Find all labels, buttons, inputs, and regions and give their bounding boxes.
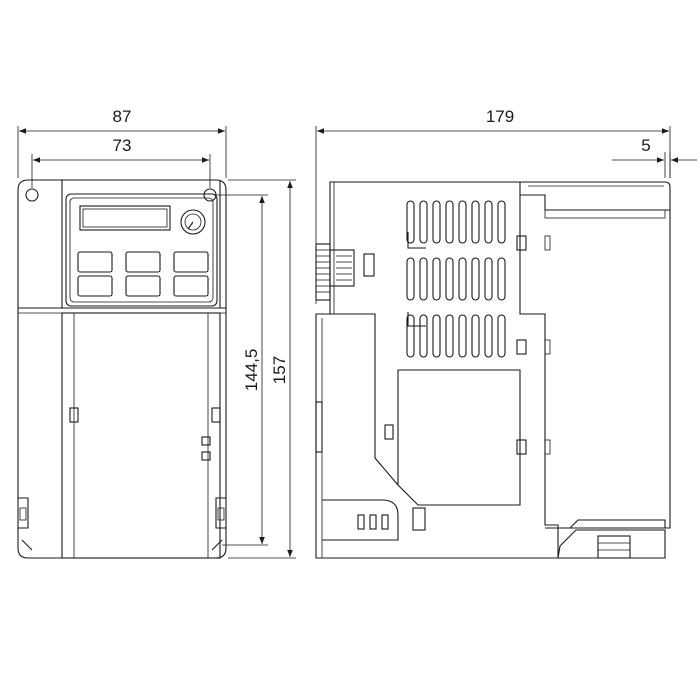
dimension-label-87: 87 [113, 107, 132, 126]
knob-profile [315, 243, 375, 301]
keypad-key [173, 251, 209, 273]
dimension-label-157: 157 [270, 356, 289, 384]
side-view [315, 181, 671, 559]
front-dimensions: 87 73 144,5 157 [17, 107, 296, 559]
dimension-label-5: 5 [641, 136, 650, 155]
front-housing-outline [17, 179, 227, 559]
display-window [79, 205, 171, 231]
dimension-label-179: 179 [486, 107, 514, 126]
keypad-panel [65, 193, 218, 307]
keypad-key [173, 275, 209, 297]
keypad-key [125, 275, 161, 297]
control-knob [180, 209, 206, 235]
vent-slots [406, 200, 506, 358]
mounting-hole-top-left [25, 188, 39, 202]
keypad-key [77, 251, 113, 273]
dimension-label-144-5: 144,5 [242, 349, 261, 392]
side-housing-outline [315, 181, 559, 559]
keypad-key [77, 275, 113, 297]
keypad-key [125, 251, 161, 273]
terminal-cover [61, 312, 221, 559]
side-dimensions: 179 5 [315, 107, 697, 304]
dimension-label-73: 73 [113, 136, 132, 155]
side-access-panel [397, 369, 521, 506]
front-view [17, 179, 227, 559]
